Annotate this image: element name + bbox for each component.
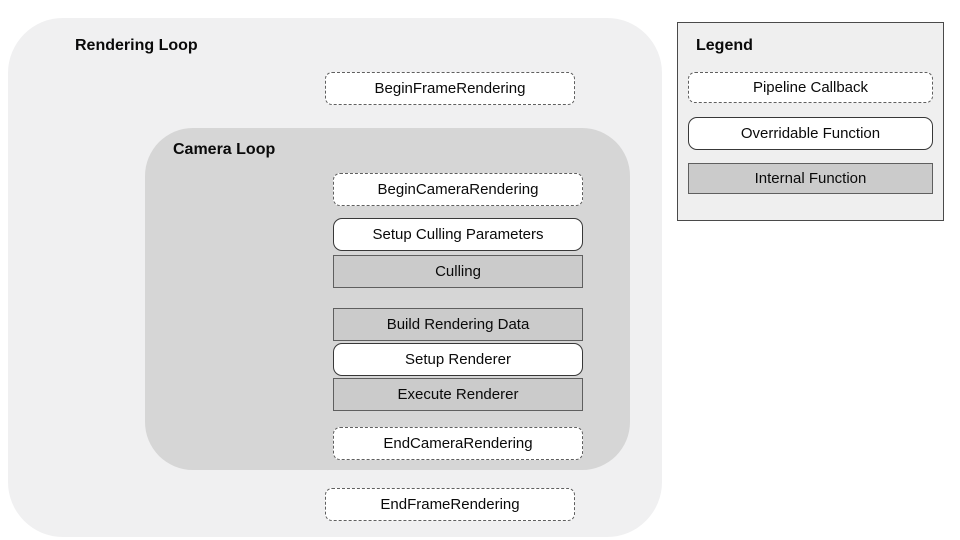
execute-renderer-box: Execute Renderer: [333, 378, 583, 411]
legend-title: Legend: [696, 37, 753, 54]
begin-camera-rendering-box: BeginCameraRendering: [333, 173, 583, 206]
culling-box: Culling: [333, 255, 583, 288]
camera-loop-title: Camera Loop: [173, 141, 276, 158]
build-rendering-data-box: Build Rendering Data: [333, 308, 583, 341]
setup-culling-parameters-box: Setup Culling Parameters: [333, 218, 583, 251]
legend-item-overridable-function: Overridable Function: [688, 117, 933, 150]
end-frame-rendering-box: EndFrameRendering: [325, 488, 575, 521]
end-camera-rendering-box: EndCameraRendering: [333, 427, 583, 460]
legend-panel: Legend Pipeline Callback Overridable Fun…: [677, 22, 944, 221]
setup-renderer-box: Setup Renderer: [333, 343, 583, 376]
camera-loop-container: Camera Loop BeginCameraRendering Setup C…: [145, 128, 630, 470]
begin-frame-rendering-box: BeginFrameRendering: [325, 72, 575, 105]
legend-item-internal-function: Internal Function: [688, 163, 933, 194]
rendering-loop-title: Rendering Loop: [75, 37, 198, 54]
rendering-loop-container: Rendering Loop BeginFrameRendering Camer…: [8, 18, 662, 537]
legend-item-pipeline-callback: Pipeline Callback: [688, 72, 933, 103]
